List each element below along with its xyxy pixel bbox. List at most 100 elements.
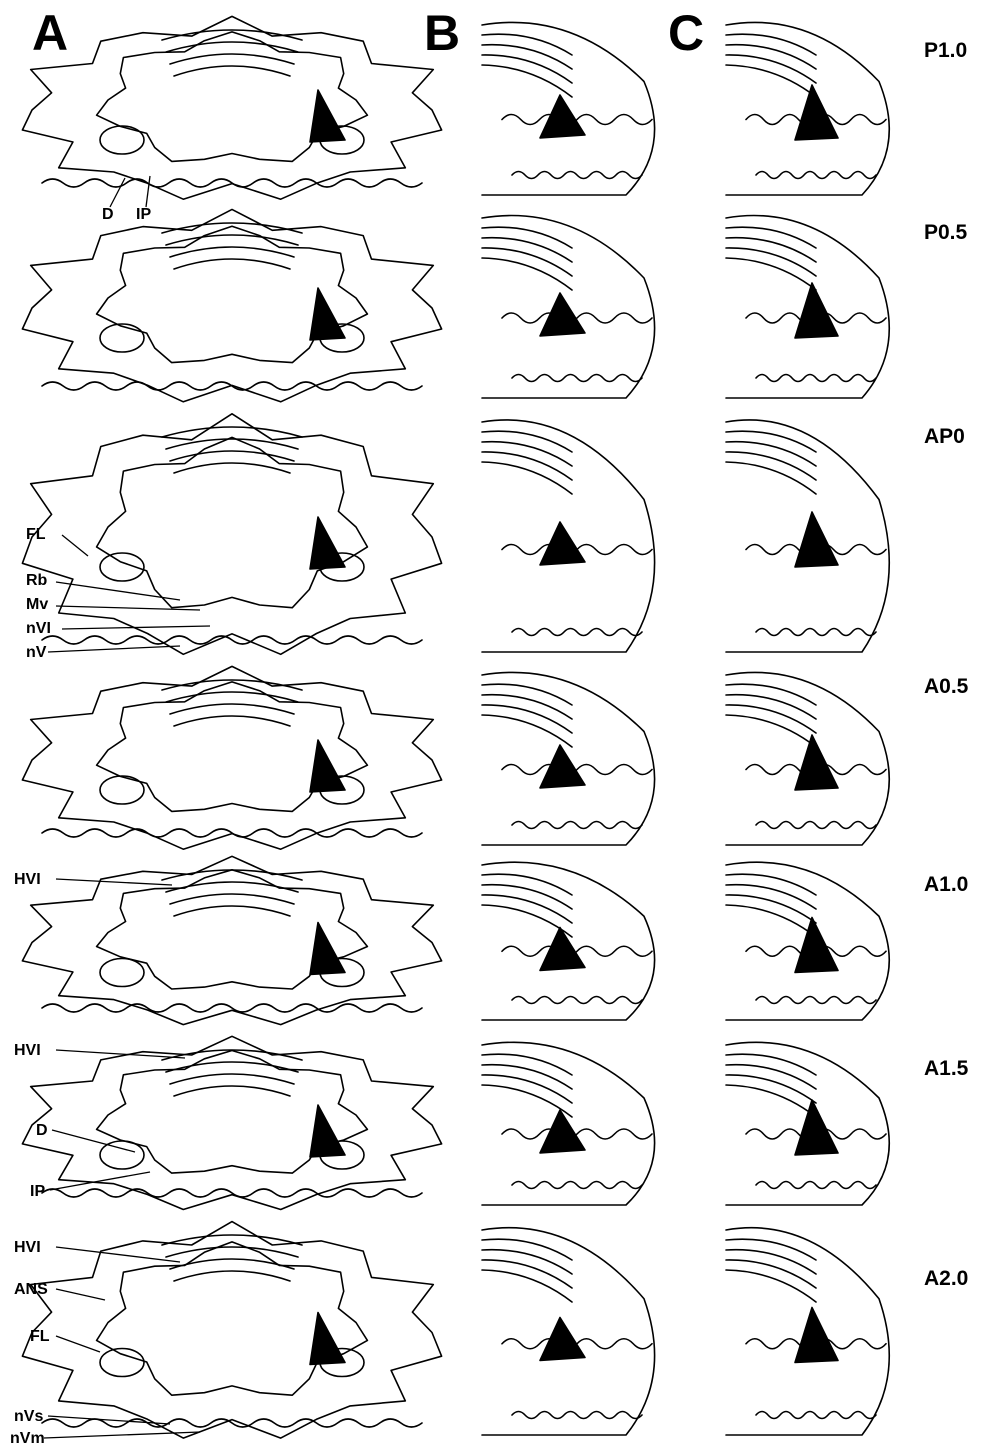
section-a-ventral-folia bbox=[42, 1189, 422, 1197]
annotation-flocculus-ap0: FL bbox=[26, 526, 46, 544]
lesion-c bbox=[795, 512, 838, 567]
lesion-c bbox=[795, 735, 838, 790]
deep-nucleus-outline bbox=[100, 1141, 144, 1169]
lesion-b bbox=[540, 95, 585, 138]
vermis-folium bbox=[166, 882, 298, 892]
vermis-folium bbox=[166, 1247, 298, 1257]
vermis-folium bbox=[726, 462, 816, 494]
leader-line bbox=[56, 582, 180, 600]
lesion-a bbox=[310, 517, 345, 569]
section-a-outline bbox=[22, 1222, 441, 1439]
leader-line bbox=[56, 1336, 100, 1352]
vermis-folium bbox=[174, 66, 290, 76]
ventral-folia-line bbox=[512, 172, 642, 179]
vermis-folium bbox=[726, 1270, 816, 1302]
section-a-ventral-folia bbox=[42, 829, 422, 837]
vermis-folium bbox=[726, 258, 816, 290]
lesion-c bbox=[795, 1100, 838, 1155]
section-a-outline bbox=[22, 666, 441, 849]
leader-line bbox=[56, 1247, 180, 1262]
level-label-a2-0: A2.0 bbox=[924, 1268, 968, 1290]
annotation-medial-vestibular: Mv bbox=[26, 596, 48, 614]
annotation-nvm: nVm bbox=[10, 1430, 45, 1448]
lesion-c bbox=[795, 85, 838, 140]
lesion-b bbox=[540, 522, 585, 565]
leader-line bbox=[50, 1172, 150, 1190]
ventral-folia-line bbox=[756, 997, 876, 1004]
annotation-interpositus-a15: IP bbox=[30, 1183, 45, 1201]
vermis-folium bbox=[482, 65, 572, 97]
vermis-folium bbox=[166, 439, 298, 449]
deep-nucleus-outline bbox=[100, 959, 144, 987]
level-label-a0-5: A0.5 bbox=[924, 676, 968, 698]
deep-nucleus-outline bbox=[100, 324, 144, 352]
vermis-folium bbox=[726, 248, 816, 276]
vermis-folium bbox=[726, 65, 816, 97]
leader-lines bbox=[44, 176, 210, 1438]
vermis-folium bbox=[170, 1259, 294, 1269]
vermis-folium bbox=[170, 704, 294, 714]
ventral-folia-line bbox=[512, 375, 642, 382]
vermis-folium bbox=[482, 55, 572, 83]
vermis-folium bbox=[726, 905, 816, 937]
ventral-folia-line bbox=[756, 375, 876, 382]
lesion-c bbox=[795, 1308, 838, 1363]
vermis-folium bbox=[726, 1260, 816, 1288]
vermis-folium bbox=[482, 1260, 572, 1288]
ventral-folia-line bbox=[512, 1182, 642, 1189]
ventral-folia-line bbox=[756, 1412, 876, 1419]
vermis-folium bbox=[482, 462, 572, 494]
vermis-folium bbox=[174, 1271, 290, 1281]
annotation-hvi-a10: HVI bbox=[14, 871, 41, 889]
section-a-inner bbox=[97, 682, 368, 812]
lesion-a bbox=[310, 288, 345, 340]
panel-label-b: B bbox=[424, 8, 460, 58]
vermis-folium bbox=[482, 1270, 572, 1302]
leader-line bbox=[110, 178, 125, 207]
lesion-c bbox=[795, 283, 838, 338]
vermis-folium bbox=[170, 451, 294, 461]
ventral-folia-line bbox=[756, 822, 876, 829]
section-a-outline bbox=[22, 16, 441, 199]
ventral-folia-line bbox=[512, 1412, 642, 1419]
vermis-folium bbox=[174, 259, 290, 269]
level-label-ap0: AP0 bbox=[924, 426, 965, 448]
lesion-b bbox=[540, 293, 585, 336]
vermis-folium bbox=[726, 895, 816, 923]
annotation-hvi-a20: HVI bbox=[14, 1239, 41, 1257]
vermis-folium bbox=[174, 1086, 290, 1096]
leader-line bbox=[56, 1289, 105, 1300]
section-a-ventral-folia bbox=[42, 382, 422, 390]
deep-nucleus-outline bbox=[100, 126, 144, 154]
annotation-nvs: nVs bbox=[14, 1408, 43, 1426]
vermis-folium bbox=[482, 258, 572, 290]
section-a-inner bbox=[97, 32, 368, 162]
leader-line bbox=[146, 176, 150, 207]
deep-nucleus-outline bbox=[100, 776, 144, 804]
vermis-folium bbox=[162, 870, 302, 880]
leader-line bbox=[56, 879, 172, 885]
vermis-folium bbox=[170, 894, 294, 904]
level-label-a1-0: A1.0 bbox=[924, 874, 968, 896]
level-label-p0-5: P0.5 bbox=[924, 222, 967, 244]
annotation-dentate-a15: D bbox=[36, 1122, 48, 1140]
section-a-outline bbox=[22, 414, 441, 655]
vermis-folium bbox=[166, 235, 298, 245]
section-a-outline bbox=[22, 209, 441, 401]
deep-nucleus-outline bbox=[100, 1349, 144, 1377]
coronal-sections bbox=[22, 16, 889, 1438]
level-label-a1-5: A1.5 bbox=[924, 1058, 968, 1080]
vermis-folium bbox=[482, 705, 572, 733]
vermis-folium bbox=[726, 1075, 816, 1103]
annotation-abducens-nucleus: nVI bbox=[26, 620, 51, 638]
vermis-folium bbox=[162, 223, 302, 233]
section-a-ventral-folia bbox=[42, 636, 422, 644]
vermis-folium bbox=[726, 1085, 816, 1117]
vermis-folium bbox=[482, 248, 572, 276]
vermis-folium bbox=[174, 906, 290, 916]
annotation-trigeminal-nucleus: nV bbox=[26, 644, 46, 662]
vermis-folium bbox=[174, 716, 290, 726]
leader-line bbox=[48, 1416, 170, 1424]
leader-line bbox=[62, 535, 88, 556]
annotation-dentate-p1: D bbox=[102, 206, 114, 224]
